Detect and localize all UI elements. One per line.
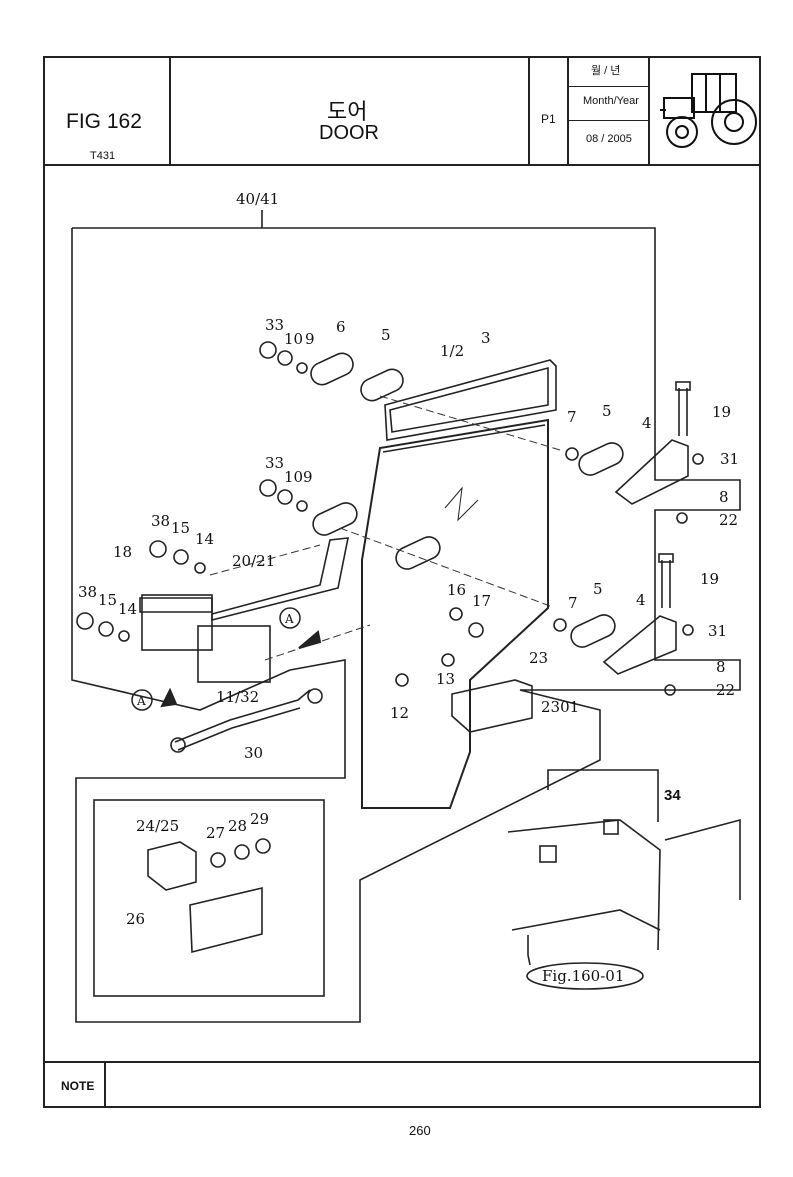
callout-label: 13 — [436, 670, 455, 688]
callout-label: 6 — [336, 318, 346, 336]
date-label-korean: 월 / 년 — [591, 65, 621, 77]
callout-label: 5 — [593, 580, 603, 598]
callout-label: 5 — [381, 326, 391, 344]
page-code: P1 — [541, 112, 556, 126]
callout-label: 5 — [602, 402, 612, 420]
note-top-line — [43, 1061, 761, 1063]
header-row-line-2 — [567, 120, 649, 121]
callout-label: 9 — [305, 330, 315, 348]
callout-label: 38 — [151, 512, 170, 530]
callout-label: 30 — [244, 744, 263, 762]
callout-label: 31 — [720, 450, 739, 468]
assembly-label: 40/41 — [236, 190, 279, 208]
callout-label: 27 — [206, 824, 225, 842]
page-frame — [43, 56, 761, 1108]
fig-number: FIG 162 — [66, 110, 142, 133]
date-value: 08 / 2005 — [586, 133, 632, 145]
header-col-line-4 — [648, 56, 650, 164]
callout-label: 24/25 — [136, 817, 179, 835]
callout-label: 34 — [664, 787, 681, 804]
callout-label: 15 — [98, 591, 117, 609]
callout-label: 19 — [700, 570, 719, 588]
callout-label: 22 — [719, 511, 738, 529]
callout-label: 18 — [113, 543, 132, 561]
header-col-line-3 — [567, 56, 569, 164]
callout-label: 33 — [265, 454, 284, 472]
callout-label: 29 — [250, 810, 269, 828]
callout-label: 8 — [719, 488, 729, 506]
callout-label: 16 — [447, 581, 466, 599]
callout-label: 3 — [481, 329, 491, 347]
door-exploded-diagram: 40/41 33 10 9 6 5 3 1/2 7 5 4 19 31 8 22… — [71, 190, 741, 1023]
callout-label: 14 — [118, 600, 137, 618]
title-korean: 도어 — [327, 99, 368, 124]
callout-label: 26 — [126, 910, 145, 928]
page-number: 260 — [409, 1123, 431, 1138]
callout-label: 12 — [390, 704, 409, 722]
callout-label: 31 — [708, 622, 727, 640]
callout-label: 10 — [284, 330, 303, 348]
note-col-line — [104, 1061, 106, 1108]
callout-label: 15 — [171, 519, 190, 537]
header-col-line-2 — [528, 56, 530, 164]
callout-label: A — [284, 612, 294, 626]
callout-label: A — [136, 694, 146, 708]
callout-label: 1/2 — [440, 342, 464, 360]
note-label: NOTE — [61, 1079, 95, 1093]
header-divider — [43, 164, 761, 166]
header-col-line-1 — [169, 56, 171, 164]
callout-label: 33 — [265, 316, 284, 334]
callout-label: 8 — [716, 658, 726, 676]
tractor-icon — [660, 73, 757, 148]
callout-label: 22 — [716, 681, 735, 699]
callout-label: 17 — [472, 592, 491, 610]
callout-label: 4 — [636, 591, 646, 609]
callout-label: 7 — [567, 408, 577, 426]
callout-label: 14 — [195, 530, 214, 548]
callout-label: 20/21 — [232, 552, 275, 570]
callout-label: 4 — [642, 414, 652, 432]
callout-label: 19 — [712, 403, 731, 421]
model-code: T431 — [90, 150, 116, 162]
title-english: DOOR — [319, 122, 379, 144]
callout-label: 2301 — [541, 698, 579, 716]
callout-label: 7 — [568, 594, 578, 612]
callout-label: 23 — [529, 649, 548, 667]
reference-label: Fig.160-01 — [542, 967, 624, 985]
header-row-line-1 — [567, 86, 649, 87]
callout-label: 10 — [284, 468, 303, 486]
callout-label: 11/32 — [216, 688, 259, 706]
callout-label: 38 — [78, 583, 97, 601]
date-label-english: Month/Year — [583, 95, 639, 107]
callout-label: 9 — [303, 468, 313, 486]
callout-label: 28 — [228, 817, 247, 835]
